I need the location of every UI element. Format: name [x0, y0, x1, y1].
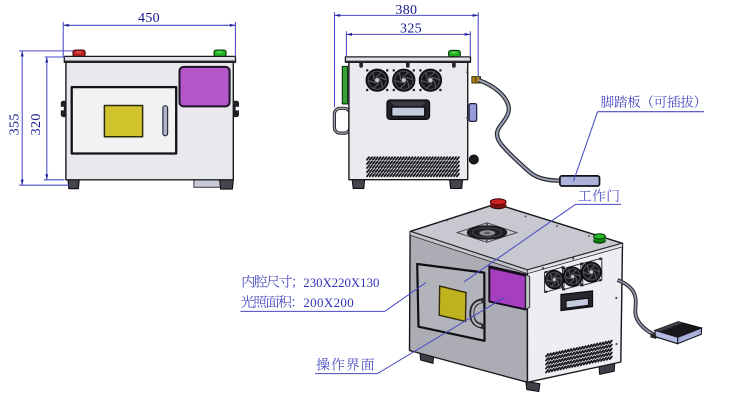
svg-text:325: 325: [400, 22, 422, 37]
svg-text:230X220X130: 230X220X130: [303, 276, 379, 290]
svg-text:200X200: 200X200: [303, 295, 354, 310]
svg-text:450: 450: [138, 11, 160, 26]
svg-text:380: 380: [395, 3, 417, 18]
svg-text:320: 320: [29, 113, 44, 135]
svg-text:355: 355: [7, 113, 22, 135]
